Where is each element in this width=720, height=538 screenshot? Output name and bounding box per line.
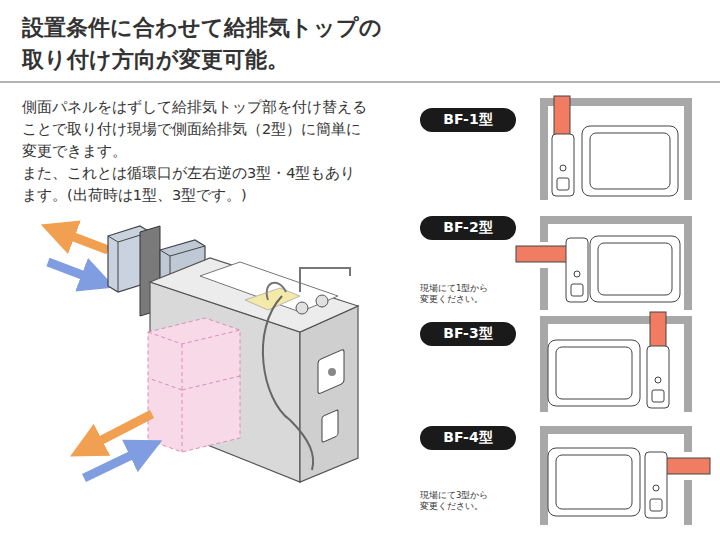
type-label-pill: BF-1型 bbox=[420, 108, 516, 132]
plan-bf1 bbox=[544, 96, 688, 200]
type-label-pill: BF-2型 bbox=[420, 216, 516, 240]
plan-bf3 bbox=[544, 312, 688, 412]
note-text: 現場にて3型から変更ください。 bbox=[420, 490, 488, 512]
description-text: 側面パネルをはずして給排気トップ部を付け替えることで取り付け現場で側面給排気（2… bbox=[22, 96, 367, 162]
note-text: 現場にて1型から変更ください。 bbox=[420, 283, 488, 305]
type-label-pill: BF-4型 bbox=[420, 426, 516, 450]
unit-illustration bbox=[48, 226, 358, 482]
rule-line bbox=[0, 81, 720, 83]
type-label: BF-2型 bbox=[443, 219, 492, 237]
type-label-pill: BF-3型 bbox=[420, 322, 516, 346]
type-label: BF-4型 bbox=[443, 429, 492, 447]
description-text: また、これとは循環口が左右逆の3型・4型もあります。(出荷時は1型、3型です。) bbox=[22, 162, 367, 206]
type-label: BF-3型 bbox=[443, 325, 492, 343]
type-label: BF-1型 bbox=[443, 111, 492, 129]
plan-bf2 bbox=[516, 220, 688, 310]
plan-bf4 bbox=[544, 430, 710, 525]
heading: 設置条件に合わせて給排気トップの取り付け方向が変更可能。 bbox=[22, 12, 382, 76]
